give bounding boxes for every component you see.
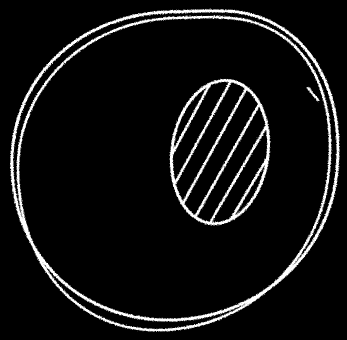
- ring-tick-mark: [308, 88, 318, 100]
- outer-ring-stroke-1: [12, 11, 338, 320]
